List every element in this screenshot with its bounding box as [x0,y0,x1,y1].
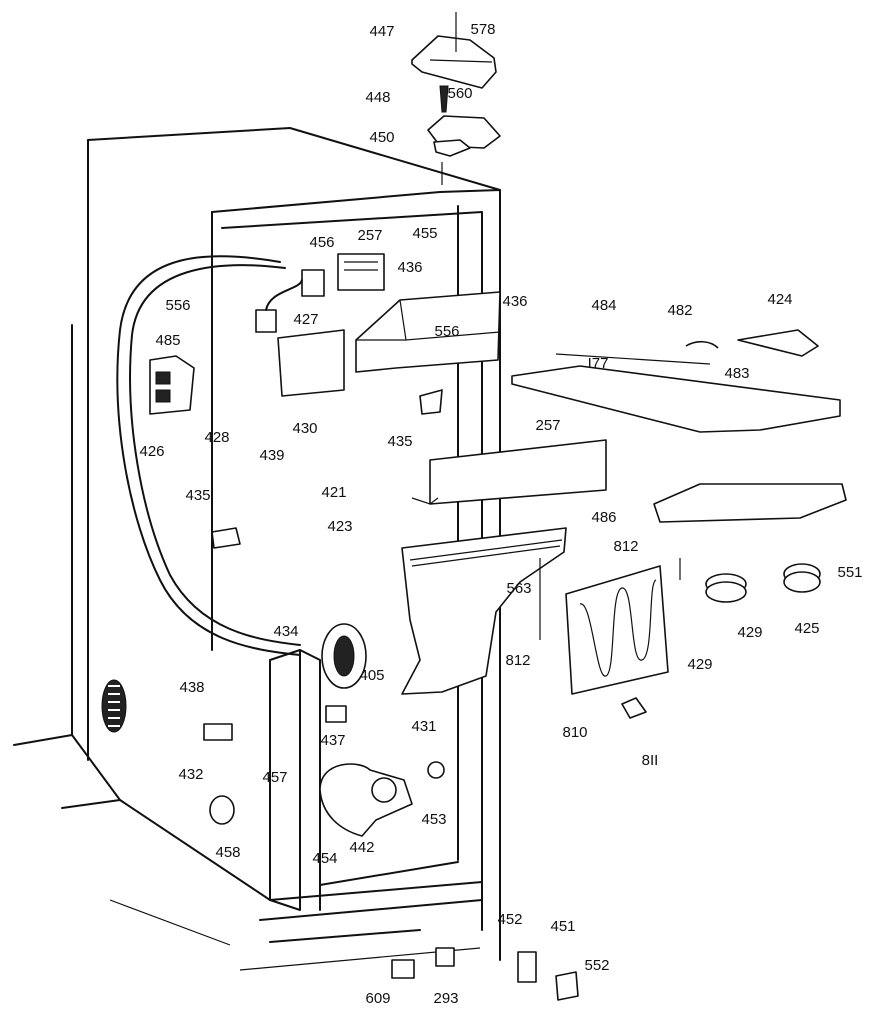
callout-452: 452 [497,911,522,928]
wire-harness [116,255,301,656]
callout-451: 451 [550,918,575,935]
callout-293: 293 [433,990,458,1007]
callout-551: 551 [837,564,862,581]
callout-436b: 436 [502,293,527,310]
relay-connectors [255,269,325,333]
callout-421: 421 [321,484,346,501]
callout-429b: 429 [687,656,712,673]
callout-427: 427 [293,311,318,328]
switch-block [149,355,195,415]
light-lens-434 [321,623,367,689]
callout-486: 486 [591,509,616,526]
callout-428: 428 [204,429,229,446]
channel-421 [411,439,607,505]
callout-424: 424 [767,291,792,308]
callout-431: 431 [411,718,436,735]
callout-484: 484 [591,297,616,314]
callout-442: 442 [349,839,374,856]
control-housing [337,253,501,373]
callout-455: 455 [412,225,437,242]
callout-436a: 436 [397,259,422,276]
top-hinge-assembly [411,12,501,185]
callout-578: 578 [470,21,495,38]
shroud-486 [653,483,847,523]
callout-552: 552 [584,957,609,974]
cover-483 [511,365,841,433]
callout-454: 454 [312,850,337,867]
callout-811: 8II [642,752,659,769]
callout-434: 434 [273,623,298,640]
callout-563: 563 [506,580,531,597]
callout-453: 453 [421,811,446,828]
callout-257a: 257 [357,227,382,244]
duct-405 [401,527,567,695]
callout-482: 482 [667,302,692,319]
callout-448: 448 [365,89,390,106]
callout-177: I77 [588,355,609,372]
callout-456: 456 [309,234,334,251]
callout-457: 457 [262,769,287,786]
small-parts [203,329,819,1001]
callout-426: 426 [139,443,164,460]
damper-442 [319,761,445,837]
callout-437: 437 [320,732,345,749]
bracket-430 [277,329,345,397]
callout-485: 485 [155,332,180,349]
callout-439: 439 [259,447,284,464]
callout-810: 810 [562,724,587,741]
callout-438: 438 [179,679,204,696]
vent-grille [101,679,127,733]
callout-556a: 556 [165,297,190,314]
callout-432: 432 [178,766,203,783]
callout-556b: 556 [434,323,459,340]
callout-429a: 429 [737,624,762,641]
heater-810 [565,565,669,695]
callout-430: 430 [292,420,317,437]
callout-435a: 435 [387,433,412,450]
callout-425: 425 [794,620,819,637]
fan-parts [705,563,821,603]
callout-609: 609 [365,990,390,1007]
callout-423: 423 [327,518,352,535]
callout-405: 405 [359,667,384,684]
callout-435b: 435 [185,487,210,504]
callout-450: 450 [369,129,394,146]
callout-560: 560 [447,85,472,102]
cabinet-outline [13,127,501,971]
part-callouts: 447 578 448 560 450 456 257 455 436 427 556 485 436 5… [139,21,862,1007]
callout-257b: 257 [535,417,560,434]
callout-812a: 812 [613,538,638,555]
callout-812b: 812 [505,652,530,669]
callout-483: 483 [724,365,749,382]
callout-447: 447 [369,23,394,40]
callout-458: 458 [215,844,240,861]
